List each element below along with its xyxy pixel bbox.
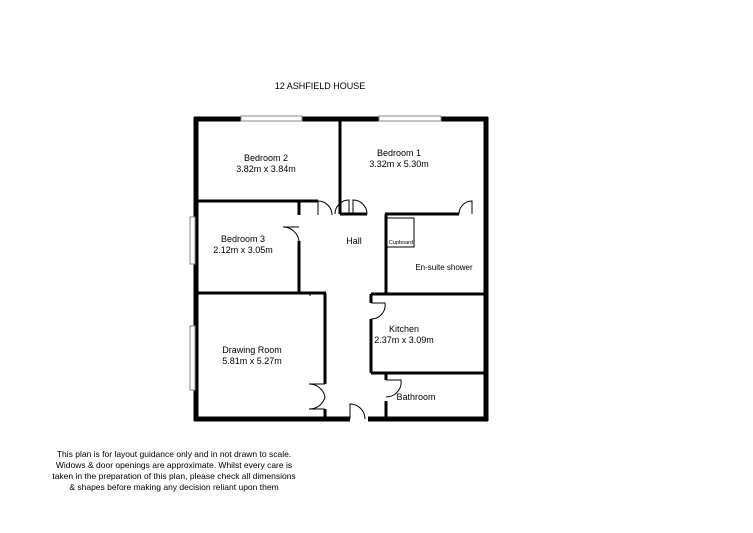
ensuite-name: En-suite shower [415,263,473,272]
bedroom1-name: Bedroom 1 [376,148,422,158]
plan-title: 12 ASHFIELD HOUSE [274,81,366,91]
drawing-name: Drawing Room [222,345,282,355]
cupboard-name: Cupboard [388,240,414,246]
door-bathroom [385,379,402,398]
door-bedroom3 [282,226,300,242]
cupboard [386,217,415,248]
door-bedroom1-right [352,199,368,215]
room-bedroom3: Bedroom 3 2.12m x 3.05m [203,234,283,256]
bedroom2-name: Bedroom 2 [243,153,289,163]
doors [282,199,473,420]
bedroom2-dims: 3.82m x 3.84m [236,164,296,174]
bedroom1-dims: 3.32m x 5.30m [369,159,429,169]
disclaimer: This plan is for layout guidance only an… [24,449,324,493]
kitchen-dims: 2.37m x 3.09m [374,335,434,345]
disclaimer-line: taken in the preparation of this plan, p… [52,471,296,481]
room-kitchen: Kitchen 2.37m x 3.09m [364,324,444,346]
door-bedroom2 [317,200,333,216]
windows [189,115,442,391]
internal-walls [196,119,486,419]
door-drawing-lower [308,396,326,410]
window-drawing-room [189,325,196,391]
window-bedroom2 [240,115,303,122]
kitchen-name: Kitchen [388,324,420,334]
room-drawing: Drawing Room 5.81m x 5.27m [207,345,297,367]
window-bedroom3 [189,216,196,265]
disclaimer-line: Widows & door openings are approximate. … [55,460,293,470]
disclaimer-line: & shapes before making any decision reli… [69,482,279,492]
room-bedroom2: Bedroom 2 3.82m x 3.84m [226,153,306,175]
drawing-dims: 5.81m x 5.27m [222,356,282,366]
door-front [349,403,366,420]
bathroom-name: Bathroom [396,392,436,402]
room-bedroom1: Bedroom 1 3.32m x 5.30m [359,148,439,170]
door-kitchen [370,302,386,320]
bedroom3-dims: 2.12m x 3.05m [213,245,273,255]
door-drawing-upper [308,383,326,398]
room-cupboard: Cupboard [387,240,415,247]
room-ensuite: En-suite shower [404,262,484,273]
window-bedroom1 [378,115,442,122]
door-ensuite [458,200,473,215]
bedroom3-name: Bedroom 3 [220,234,266,244]
door-bedroom1-left [334,199,350,215]
hall-name: Hall [346,236,362,246]
room-hall: Hall [334,236,374,247]
disclaimer-line: This plan is for layout guidance only an… [56,449,292,459]
room-bathroom: Bathroom [391,392,441,403]
